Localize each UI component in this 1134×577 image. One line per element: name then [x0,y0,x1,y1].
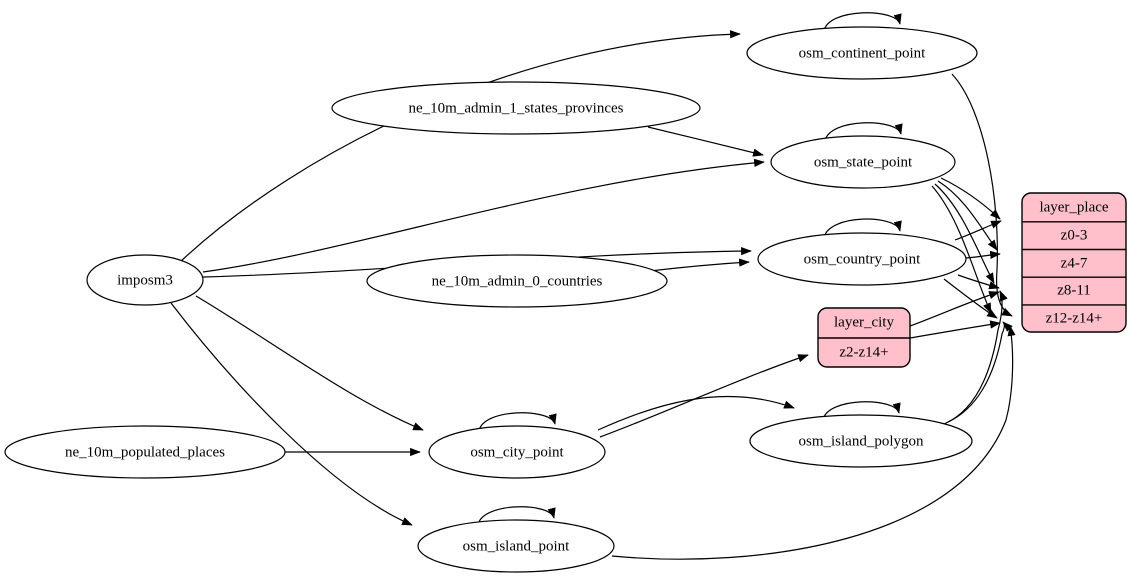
node-osm-state-point-label: osm_state_point [814,154,913,170]
record-layer-city-title: layer_city [834,314,894,330]
edge-osm-island-polygon-to-layer-place-z12 [947,321,1013,423]
self-loop-osm-continent-point [823,12,902,32]
edge-osm-country-point-to-layer-place-z4-7 [965,250,1001,260]
record-layer-city-row-z2-z14[interactable]: z2-z14+ [839,344,888,360]
nodes-layer: imposm3 ne_10m_admin_1_states_provinces … [4,26,1127,573]
edge-imposm3-to-osm-continent-point [179,30,741,263]
edge-osm-state-point-to-layer-place-z4-7 [937,180,998,251]
edge-layer-city-to-layer-place-z12 [909,320,1001,339]
edge-osm-country-point-to-layer-place-z0-3 [954,220,1002,241]
node-osm-country-point[interactable]: osm_country_point [757,232,967,286]
node-osm-continent-point[interactable]: osm_continent_point [746,26,978,80]
edge-imposm3-to-osm-city-point [195,295,424,431]
edge-osm-country-point-to-layer-place-z8-11 [957,274,1000,290]
node-osm-state-point[interactable]: osm_state_point [770,135,956,189]
node-osm-island-point-label: osm_island_point [463,538,571,554]
edge-osm-island-polygon-to-layer-place-z8-11 [943,290,1008,425]
edge-ne-countries-to-osm-country-point [649,258,750,272]
edge-osm-state-point-to-layer-place-z0-3 [940,177,1001,220]
edge-osm-state-point-to-layer-place-z12 [931,185,992,314]
edge-osm-city-point-to-layer-city [599,354,809,438]
record-layer-place-row-z12-z14[interactable]: z12-z14+ [1046,310,1103,326]
node-ne-countries-label: ne_10m_admin_0_countries [432,273,603,289]
node-osm-island-point[interactable]: osm_island_point [417,519,615,573]
edge-imposm3-to-osm-state-point [202,158,765,273]
node-osm-island-polygon[interactable]: osm_island_polygon [749,414,973,468]
edge-osm-state-point-to-layer-place-z8-11 [934,183,995,284]
edge-osm-city-point-to-osm-island-polygon [597,395,795,431]
self-loop-osm-state-point [824,122,903,142]
record-layer-place-row-z4-7[interactable]: z4-7 [1061,255,1088,271]
record-layer-place-row-z8-11[interactable]: z8-11 [1057,282,1091,298]
edge-layer-city-to-layer-place-z8-11 [909,291,1000,327]
node-ne-10m-populated-places[interactable]: ne_10m_populated_places [4,425,286,479]
node-ne-10m-admin-0-countries[interactable]: ne_10m_admin_0_countries [366,254,668,308]
record-layer-place[interactable]: layer_place z0-3 z4-7 z8-11 z12-z14+ [1021,192,1127,333]
node-ne-10m-admin-1-states-provinces[interactable]: ne_10m_admin_1_states_provinces [331,81,701,135]
edges-layer [170,12,1016,560]
self-loop-osm-island-point [477,506,556,526]
node-imposm3[interactable]: imposm3 [86,254,204,306]
node-osm-island-polygon-label: osm_island_polygon [798,433,924,449]
edge-ne-states-to-osm-state-point [647,126,764,157]
node-osm-city-point-label: osm_city_point [470,444,564,460]
node-ne-states-label: ne_10m_admin_1_states_provinces [409,100,624,116]
node-osm-continent-point-label: osm_continent_point [799,45,926,61]
self-loop-osm-city-point [478,412,557,432]
edge-osm-continent-point-to-layer-place-z12 [951,73,1013,317]
node-osm-country-point-label: osm_country_point [804,251,921,267]
node-imposm3-label: imposm3 [117,272,173,288]
node-osm-city-point[interactable]: osm_city_point [428,425,606,479]
edge-osm-country-point-to-layer-place-z12 [943,278,998,319]
record-layer-place-row-z0-3[interactable]: z0-3 [1061,227,1088,243]
record-layer-place-title: layer_place [1039,199,1108,215]
record-layer-city[interactable]: layer_city z2-z14+ [817,307,911,368]
edge-osm-island-point-to-layer-place-z12 [611,325,1016,560]
edge-imposm3-to-osm-island-point [170,302,413,526]
self-loop-osm-island-polygon [822,401,901,421]
node-ne-populated-label: ne_10m_populated_places [65,444,225,460]
self-loop-osm-country-point [823,218,902,239]
